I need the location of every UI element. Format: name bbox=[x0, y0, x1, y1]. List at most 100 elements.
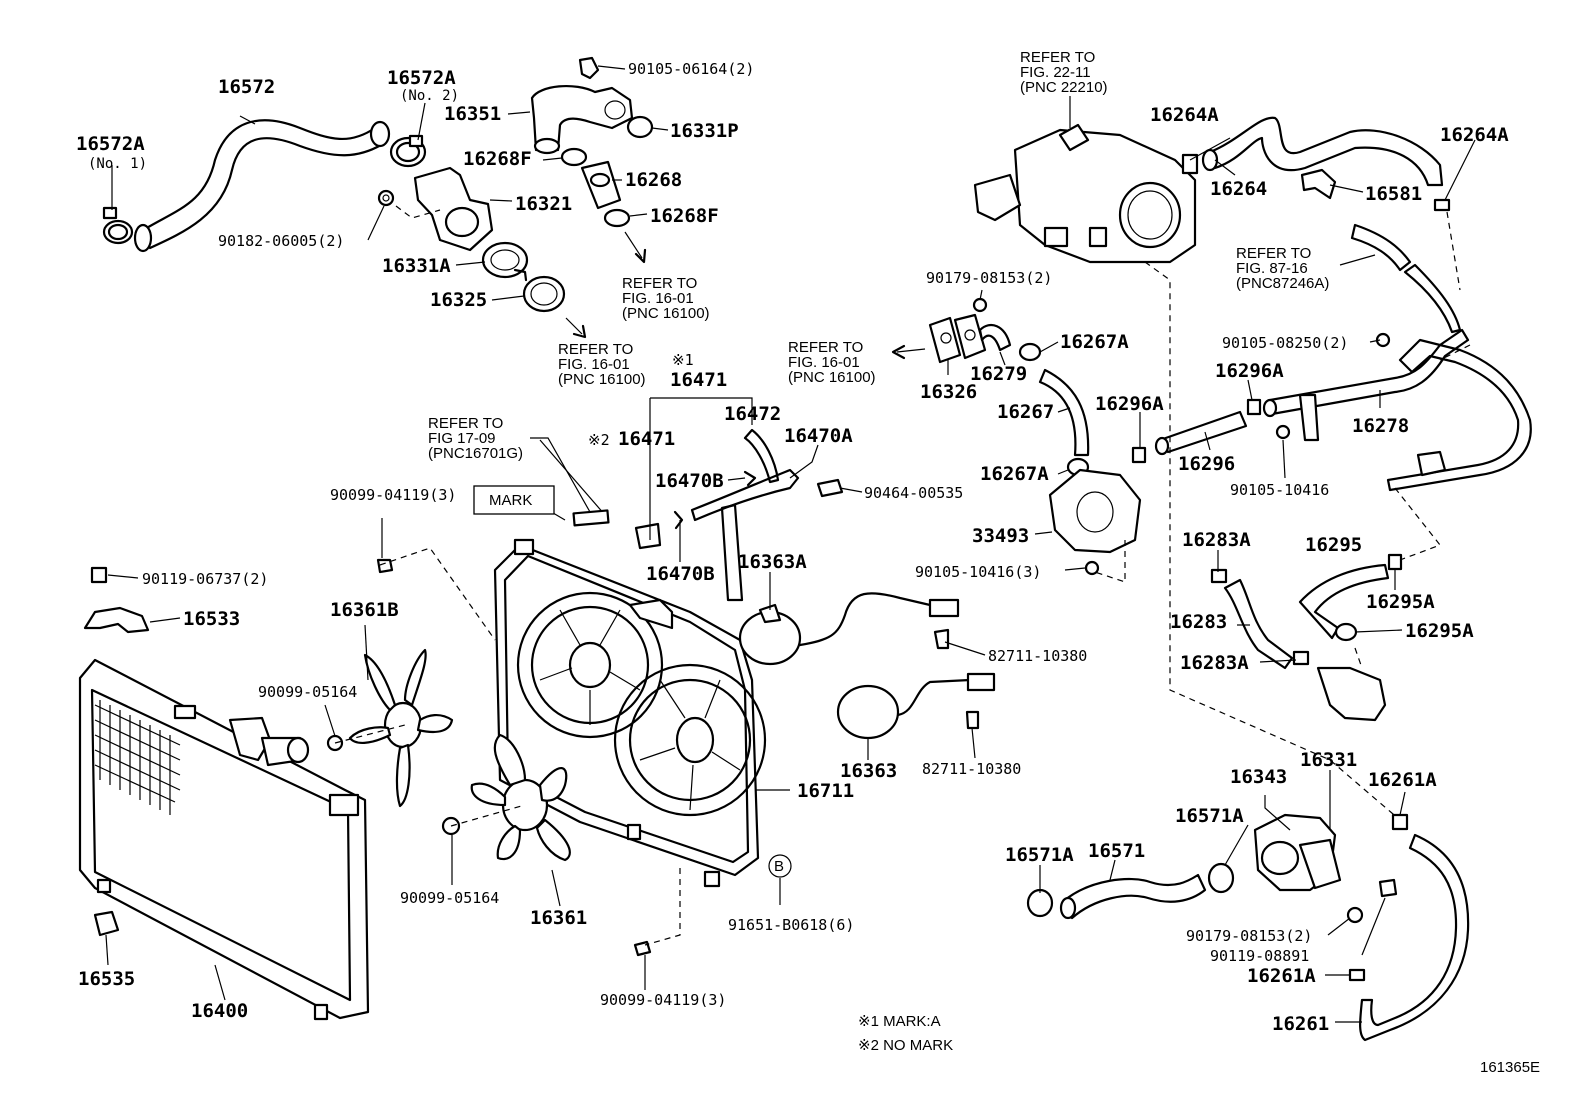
clip-82711-10380-b bbox=[965, 710, 980, 730]
hose-16363A-link bbox=[720, 503, 744, 602]
clip-16296A-b bbox=[1131, 446, 1147, 464]
label-16571A-a: 16571A bbox=[1175, 805, 1244, 827]
label-16571: 16571 bbox=[1088, 840, 1145, 862]
label-16267A-b: 16267A bbox=[980, 463, 1049, 485]
bolt-90179-08153-b bbox=[1346, 906, 1364, 924]
label-16572A-no1: 16572A bbox=[76, 133, 145, 155]
label-16283A-a: 16283A bbox=[1182, 529, 1251, 551]
o-ring-16268F-lower bbox=[603, 208, 631, 228]
label-90099-04119-b: 90099-04119(3) bbox=[600, 991, 726, 1009]
bolt-90105-06164 bbox=[578, 56, 600, 80]
o-ring-16331P bbox=[626, 115, 654, 139]
radiator-16400 bbox=[78, 658, 370, 1021]
label-16470B-a: 16470B bbox=[655, 470, 724, 492]
label-16296A-a: 16296A bbox=[1215, 360, 1284, 382]
water-outlet bbox=[1316, 647, 1387, 722]
clip-16264A-b bbox=[1433, 198, 1451, 212]
label-90105-06164: 90105-06164(2) bbox=[628, 60, 754, 78]
hose-16571 bbox=[1059, 873, 1207, 920]
ref-5-line1: REFER TO bbox=[1020, 49, 1095, 66]
label-16472: 16472 bbox=[724, 403, 781, 425]
label-90099-05164-b: 90099-05164 bbox=[400, 889, 499, 907]
bracket-16581 bbox=[1300, 168, 1337, 200]
label-16711: 16711 bbox=[797, 780, 854, 802]
hose-clamp-16572A-no1 bbox=[102, 206, 134, 245]
hose-16267 bbox=[1038, 368, 1090, 457]
water-pipe-16351 bbox=[530, 85, 634, 155]
bolt-90105-10416-3 bbox=[1084, 560, 1100, 576]
label-90099-05164-a: 90099-05164 bbox=[258, 683, 357, 701]
label-16325: 16325 bbox=[430, 289, 487, 311]
clip-16261A-b bbox=[1348, 968, 1366, 982]
mark-label-sticker bbox=[572, 509, 610, 527]
water-outlet-16331 bbox=[1253, 813, 1342, 892]
label-16264A-a: 16264A bbox=[1150, 104, 1219, 126]
label-90105-10416-b: 90105-10416(3) bbox=[915, 563, 1041, 581]
label-16278: 16278 bbox=[1352, 415, 1409, 437]
label-16264A-b: 16264A bbox=[1440, 124, 1509, 146]
label-16331A: 16331A bbox=[382, 255, 451, 277]
part-labels: 16572 16572A (No. 1) 16572A (No. 2) 9010… bbox=[76, 60, 1509, 1035]
label-16363: 16363 bbox=[840, 760, 897, 782]
hose-16283 bbox=[1223, 578, 1294, 670]
label-90099-04119-a: 90099-04119(3) bbox=[330, 486, 456, 504]
label-16295: 16295 bbox=[1305, 534, 1362, 556]
ref-6-line2: FIG. 87-16 bbox=[1236, 260, 1308, 277]
ref-2-line3: (PNC 16100) bbox=[558, 371, 646, 388]
clip-16295A-b bbox=[1334, 622, 1358, 642]
clip-16295A-a bbox=[1387, 553, 1403, 571]
label-90105-10416-a: 90105-10416 bbox=[1230, 481, 1329, 499]
label-16572A-no2: 16572A bbox=[387, 67, 456, 89]
label-16343: 16343 bbox=[1230, 766, 1287, 788]
label-16351: 16351 bbox=[444, 103, 501, 125]
label-90119-08891: 90119-08891 bbox=[1210, 947, 1309, 965]
label-16361: 16361 bbox=[530, 907, 587, 929]
ref-3-line3: (PNC 16100) bbox=[788, 369, 876, 386]
clip-16283A-a bbox=[1210, 568, 1228, 584]
label-90179-08153-a: 90179-08153(2) bbox=[926, 269, 1052, 287]
label-16581: 16581 bbox=[1365, 183, 1422, 205]
hose-16261 bbox=[1359, 833, 1470, 1042]
fan-motor-16363 bbox=[836, 672, 996, 740]
label-16295A-a: 16295A bbox=[1366, 591, 1435, 613]
mark-box-label: MARK bbox=[489, 492, 532, 509]
label-16321: 16321 bbox=[515, 193, 572, 215]
label-16283: 16283 bbox=[1170, 611, 1227, 633]
label-mark1-symbol: ※1 bbox=[672, 351, 694, 369]
label-16326: 16326 bbox=[920, 381, 977, 403]
label-16470B-b: 16470B bbox=[646, 563, 715, 585]
label-16572A-no2-sub: (No. 2) bbox=[400, 88, 459, 104]
hose-clamp-16572A-no2 bbox=[389, 134, 427, 168]
drain-plug-16535 bbox=[93, 910, 120, 937]
throttle-body bbox=[973, 123, 1197, 264]
label-16267: 16267 bbox=[997, 401, 1054, 423]
gasket-16326 bbox=[928, 313, 987, 364]
label-16296: 16296 bbox=[1178, 453, 1235, 475]
label-16264: 16264 bbox=[1210, 178, 1267, 200]
clip-90464-00535 bbox=[816, 478, 844, 498]
water-inlet-16321 bbox=[413, 166, 494, 252]
ref-4-line2: FIG 17-09 bbox=[428, 430, 496, 447]
label-90182-06005: 90182-06005(2) bbox=[218, 232, 344, 250]
bolt-90099-04119-a bbox=[376, 558, 394, 574]
label-16296A-b: 16296A bbox=[1095, 393, 1164, 415]
label-16331P: 16331P bbox=[670, 120, 739, 142]
ref-2-line2: FIG. 16-01 bbox=[558, 356, 630, 373]
label-33493: 33493 bbox=[972, 525, 1029, 547]
fan-shroud-16711 bbox=[493, 538, 767, 888]
clip-16470B bbox=[743, 470, 757, 487]
gasket-16325 bbox=[522, 275, 566, 313]
water-valve-33493 bbox=[1048, 468, 1142, 554]
bolt-90105-10416 bbox=[1275, 424, 1291, 440]
label-16572A-no1-sub: (No. 1) bbox=[88, 156, 147, 172]
ref-1-line3: (PNC 16100) bbox=[622, 305, 710, 322]
footnote-mark2: ※2 NO MARK bbox=[858, 1037, 953, 1054]
label-16363A: 16363A bbox=[738, 551, 807, 573]
label-90179-08153-b: 90179-08153(2) bbox=[1186, 927, 1312, 945]
label-82711-10380-a: 82711-10380 bbox=[988, 647, 1087, 665]
label-16470A: 16470A bbox=[784, 425, 853, 447]
water-pipe-16278 bbox=[1262, 223, 1532, 492]
ref-3-line2: FIG. 16-01 bbox=[788, 354, 860, 371]
hose-16296 bbox=[1154, 410, 1248, 456]
